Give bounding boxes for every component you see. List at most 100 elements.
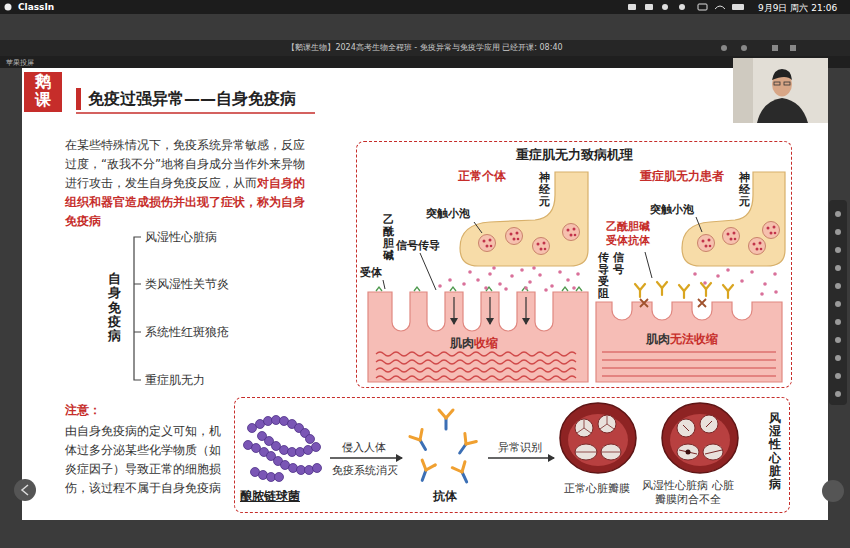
- part-label-box: 信号: [613, 252, 624, 276]
- part-label: 传导受阻: [598, 252, 609, 300]
- title-underline: [76, 112, 315, 114]
- muscle-label-highlight: 收缩: [474, 336, 498, 350]
- window-title-box: 【鹅课生物】2024高考生物全程班 - 免疫异常与免疫学应用 已经开课: 08:…: [180, 42, 670, 53]
- part-label: 突触小泡: [426, 207, 470, 220]
- window-top: [0, 14, 850, 42]
- app-name: ClassIn: [18, 2, 54, 12]
- note-heading-box: 注意：: [65, 402, 101, 419]
- muscle-label-box: 肌肉收缩: [450, 335, 498, 352]
- bacteria-label: 酿脓链球菌: [240, 489, 300, 503]
- disease-item: 风湿性心脏病: [145, 230, 217, 244]
- antibody-caption: 抗体: [433, 489, 457, 503]
- part-label-box: 神经元: [739, 172, 750, 208]
- panel-subheading-box: 正常个体: [458, 168, 506, 185]
- muscle-label-highlight: 无法收缩: [670, 332, 718, 346]
- panel-side-heading: 风湿性心脏病: [769, 412, 781, 491]
- panel-subheading: 正常个体: [458, 169, 506, 183]
- disease-item: 重症肌无力: [145, 373, 205, 387]
- antibody-label: 乙酰胆碱受体抗体: [606, 220, 650, 247]
- patient-synapse: [596, 172, 785, 382]
- part-label: 神经元: [539, 172, 550, 208]
- antibody-caption-box: 抗体: [433, 488, 457, 505]
- arrow-label-box: 异常识别: [498, 440, 542, 455]
- title-bar-mark: [76, 88, 81, 110]
- panel-subheading-box: 重症肌无力患者: [640, 168, 724, 185]
- menu-bar: [0, 0, 850, 14]
- disease-item-box: 系统性红斑狼疮: [145, 324, 229, 341]
- normal-synapse: [368, 172, 588, 382]
- process-arrow: [488, 457, 554, 458]
- disease-item: 类风湿性关节炎: [145, 277, 229, 291]
- category-heading-box: 自身免疫病: [108, 272, 121, 343]
- status-icons: [628, 4, 744, 10]
- slide: [22, 68, 828, 520]
- arrow-label-box: 免疫系统消灭: [332, 463, 398, 478]
- toolbar: [0, 56, 850, 68]
- part-label: 突触小泡: [650, 203, 694, 216]
- toolbar-label: 苹果投屏: [6, 59, 34, 67]
- title-bar: [0, 40, 850, 56]
- toolbar-label-box: 苹果投屏: [6, 58, 34, 68]
- part-label-box: 突触小泡: [650, 202, 694, 217]
- mechanism-panel: 重症肌无力致病机理: [356, 141, 792, 388]
- logo-text: 鹅课: [35, 73, 51, 108]
- part-label: 信号: [613, 252, 624, 276]
- disease-item: 系统性红斑狼疮: [145, 325, 229, 339]
- part-label: 受体: [360, 266, 382, 279]
- logo: [24, 72, 62, 112]
- app-name-box: ClassIn: [18, 2, 54, 12]
- stage: [0, 68, 850, 548]
- slide-title: 免疫过强异常——自身免疫病: [88, 89, 296, 110]
- muscle-label: 肌肉: [450, 336, 474, 350]
- part-label: 信号传导: [396, 239, 440, 252]
- process-arrow: [330, 457, 402, 458]
- part-label-box: 信号传导: [396, 238, 440, 253]
- part-label: 乙酰胆碱: [383, 214, 394, 262]
- part-label: 神经元: [739, 172, 750, 208]
- window-title: 【鹅课生物】2024高考生物全程班 - 免疫异常与免疫学应用 已经开课: 08:…: [287, 43, 562, 52]
- panel-heading: 重症肌无力致病机理: [357, 146, 791, 164]
- muscle-label: 肌肉: [646, 332, 670, 346]
- arrow-label: 侵入人体: [342, 441, 386, 454]
- note-text-box: 由自身免疫病的定义可知，机体过多分泌某些化学物质（如炎症因子）导致正常的细胞损伤…: [65, 422, 229, 498]
- arrow-label: 免疫系统消灭: [332, 464, 398, 477]
- clock: 9月9日 周六 21:06: [758, 3, 837, 13]
- logo-text-box: 鹅课: [35, 73, 51, 108]
- antibodies: [410, 410, 476, 485]
- title-bar-icons: [721, 45, 796, 51]
- muscle-label-box: 肌肉无法收缩: [646, 331, 718, 348]
- prev-button: [14, 479, 36, 501]
- part-label-box: 乙酰胆碱: [383, 214, 394, 262]
- side-toolbar: [829, 200, 847, 405]
- antibody-label-box: 乙酰胆碱受体抗体: [606, 220, 654, 248]
- arrow-label-box: 侵入人体: [342, 440, 386, 455]
- arrow-label: 异常识别: [498, 441, 542, 454]
- heart-caption: 风湿性心脏病 心脏瓣膜闭合不全: [642, 479, 734, 506]
- apple-icon: [5, 4, 12, 11]
- part-label-box: 神经元: [539, 172, 550, 208]
- disease-item-box: 类风湿性关节炎: [145, 276, 229, 293]
- normal-heart: [560, 403, 636, 473]
- note-heading: 注意：: [65, 403, 101, 417]
- diseased-heart: [662, 403, 738, 473]
- prev-icon: [22, 485, 28, 495]
- part-label-box: 受体: [360, 265, 382, 280]
- slide-title-text: 免疫过强异常——自身免疫病: [88, 89, 296, 108]
- clock-box: 9月9日 周六 21:06: [758, 2, 837, 15]
- heart-caption: 正常心脏瓣膜: [564, 482, 630, 495]
- part-label-box: 传导受阻: [598, 252, 609, 300]
- camera-view: [733, 58, 828, 123]
- definition-text-box: 在某些特殊情况下，免疫系统异常敏感，反应过度，“敌我不分”地将自身成分当作外来异…: [65, 136, 309, 231]
- disease-item-box: 重症肌无力: [145, 372, 205, 389]
- panel-subheading: 重症肌无力患者: [640, 169, 724, 183]
- heart-caption-box: 风湿性心脏病 心脏瓣膜闭合不全: [640, 479, 736, 507]
- heart-caption-box: 正常心脏瓣膜: [564, 481, 630, 496]
- bacteria-chain: [244, 416, 322, 482]
- category-heading: 自身免疫病: [108, 272, 121, 343]
- disease-item-box: 风湿性心脏病: [145, 229, 217, 246]
- part-label-box: 突触小泡: [426, 206, 470, 221]
- bacteria-label-box: 酿脓链球菌: [240, 488, 300, 505]
- bracket: [134, 237, 141, 380]
